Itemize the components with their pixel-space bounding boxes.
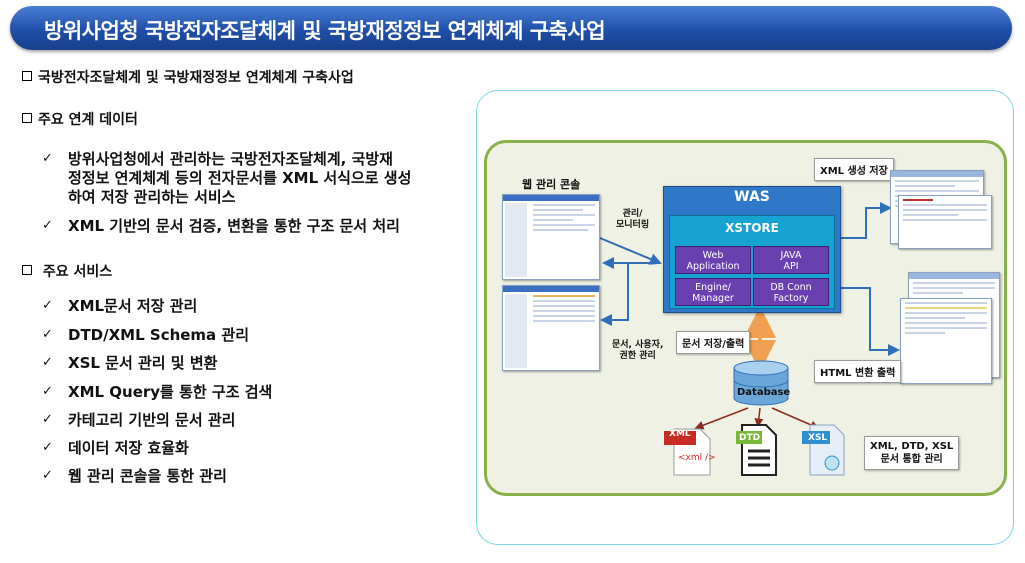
checkmark-icon: ✓ [42,327,53,342]
doc-user-auth-label: 문서, 사용자,권한 관리 [612,340,664,361]
html-output-preview [900,298,992,384]
dtd-file-icon [736,424,777,476]
page-title: 방위사업청 국방전자조달체계 및 국방재정정보 연계체계 구축사업 [44,19,606,43]
mgmt-monitoring-label: 관리/모니터링 [616,209,650,230]
title-bar: 방위사업청 국방전자조달체계 및 국방재정정보 연계체계 구축사업 [10,6,1012,50]
xsl-file-icon [802,424,845,476]
xstore-title: XSTORE [725,221,779,235]
checkmark-icon: ✓ [42,384,53,399]
square-bullet-icon [22,265,32,275]
doc-store-output-label: 문서 저장/출력 [676,331,751,354]
web-console-label: 웹 관리 콘솔 [522,178,581,191]
square-bullet-icon [22,113,32,123]
database-label: Database [737,387,791,398]
xml-generate-store-label: XML 생성 저장 [814,158,894,181]
html-convert-output-label: HTML 변환 출력 [814,360,902,383]
console-screenshot-1 [502,194,600,280]
xml-file-label: XML [669,429,691,439]
section-heading-project: 국방전자조달체계 및 국방재정정보 연계체계 구축사업 [22,67,354,87]
xml-file-icon [664,428,711,476]
checkmark-icon: ✓ [42,151,53,166]
square-bullet-icon [22,71,32,81]
checkmark-icon: ✓ [42,412,53,427]
checkmark-icon: ✓ [42,440,53,455]
xml-tag-text: <xml /> [678,453,716,463]
checkmark-icon: ✓ [42,355,53,370]
checkmark-icon: ✓ [42,298,53,313]
console-screenshot-2 [502,285,600,371]
section-heading-services: 주요 서비스 [22,261,112,281]
checkmark-icon: ✓ [42,468,53,483]
database-icon [733,360,789,406]
module-engine-manager: Engine/Manager [675,278,751,306]
checkmark-icon: ✓ [42,218,53,233]
section-heading-data: 주요 연계 데이터 [22,109,138,129]
xml-document-preview-front [898,195,992,249]
dtd-file-label: DTD [739,433,761,443]
was-title: WAS [734,189,770,205]
xsl-file-label: XSL [808,433,828,443]
